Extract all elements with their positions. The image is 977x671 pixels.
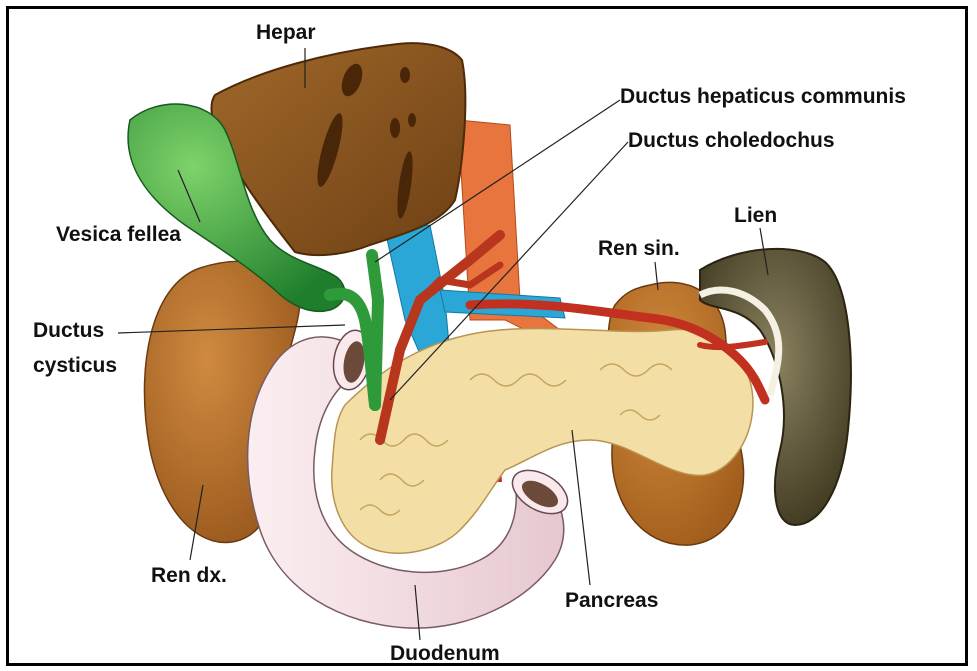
label-ductus-cysticus-line1: Ductus bbox=[33, 320, 104, 341]
label-ren-dx: Ren dx. bbox=[151, 565, 227, 586]
label-ductus-choledochus: Ductus choledochus bbox=[628, 130, 835, 151]
label-ductus-hepaticus-communis: Ductus hepaticus communis bbox=[620, 86, 906, 107]
label-vesica-fellea: Vesica fellea bbox=[56, 224, 181, 245]
liver-hole bbox=[408, 113, 416, 127]
label-lien: Lien bbox=[734, 205, 777, 226]
label-hepar: Hepar bbox=[256, 22, 316, 43]
label-ductus-cysticus-line2: cysticus bbox=[33, 355, 117, 376]
leader-pancreas bbox=[572, 430, 590, 585]
label-ren-sin: Ren sin. bbox=[598, 238, 680, 259]
common-hepatic-duct bbox=[372, 255, 378, 405]
label-pancreas: Pancreas bbox=[565, 590, 658, 611]
liver-hole bbox=[400, 67, 410, 83]
liver-hole bbox=[390, 118, 400, 138]
label-duodenum: Duodenum bbox=[390, 643, 500, 664]
